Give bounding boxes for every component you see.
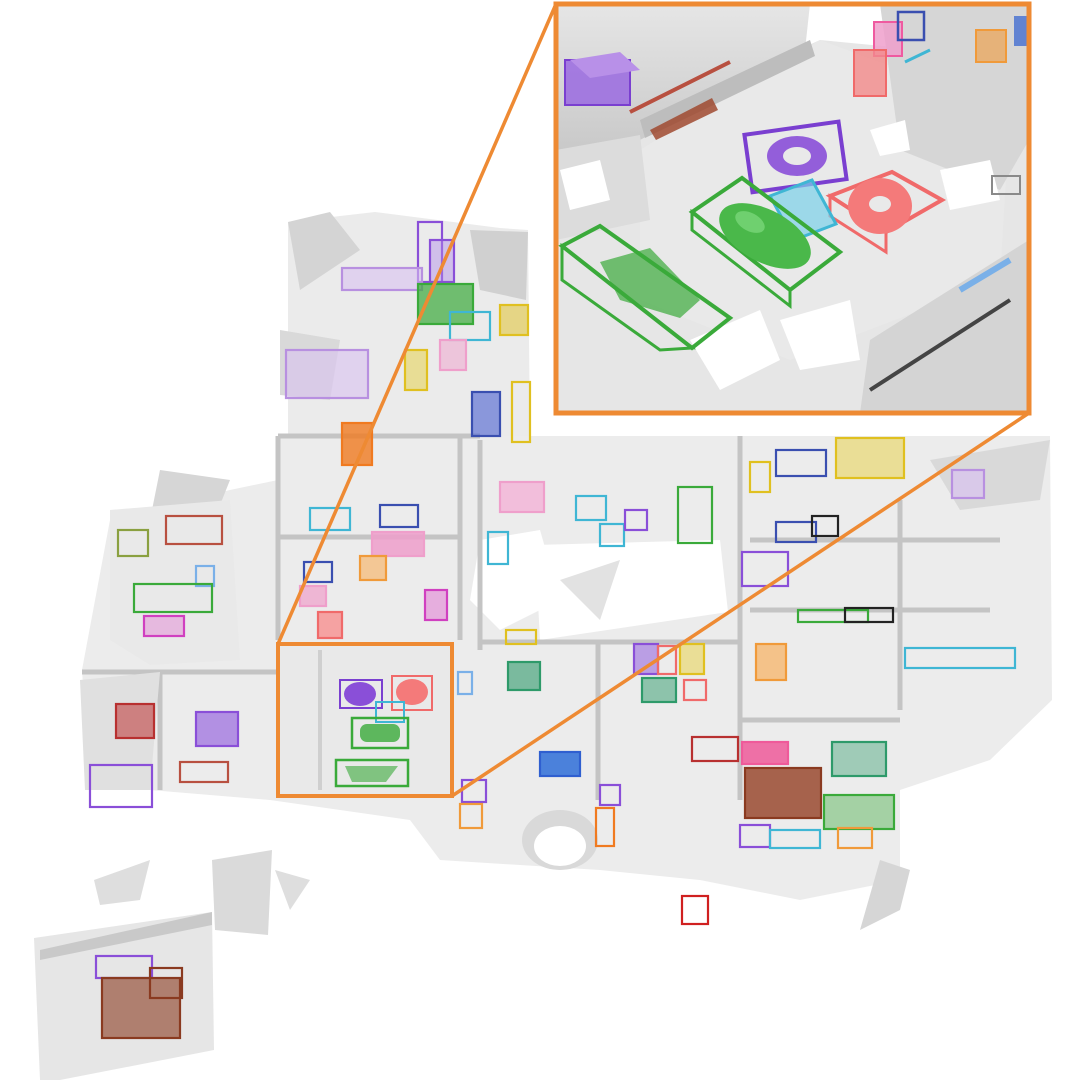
wall-shard <box>560 560 620 620</box>
inset-view <box>553 1 1032 416</box>
arch-feature <box>534 826 586 866</box>
wall-shard <box>212 850 272 935</box>
wall-shard <box>288 212 360 290</box>
wall-shard <box>275 870 310 910</box>
wall-shard <box>94 860 150 905</box>
inset-wall-back <box>556 4 810 150</box>
callout-connector <box>276 3 558 645</box>
zoom-source-frame <box>276 642 454 798</box>
zoom-callout <box>276 3 1030 798</box>
wall-south-room <box>40 912 212 960</box>
wall-shard <box>470 230 528 300</box>
floor-region-west <box>110 500 240 665</box>
inset-frame <box>553 1 1032 416</box>
wall-shard <box>860 860 910 930</box>
highlighted-room <box>278 644 452 796</box>
wall-shard <box>535 540 728 640</box>
callout-connector <box>451 411 1030 798</box>
